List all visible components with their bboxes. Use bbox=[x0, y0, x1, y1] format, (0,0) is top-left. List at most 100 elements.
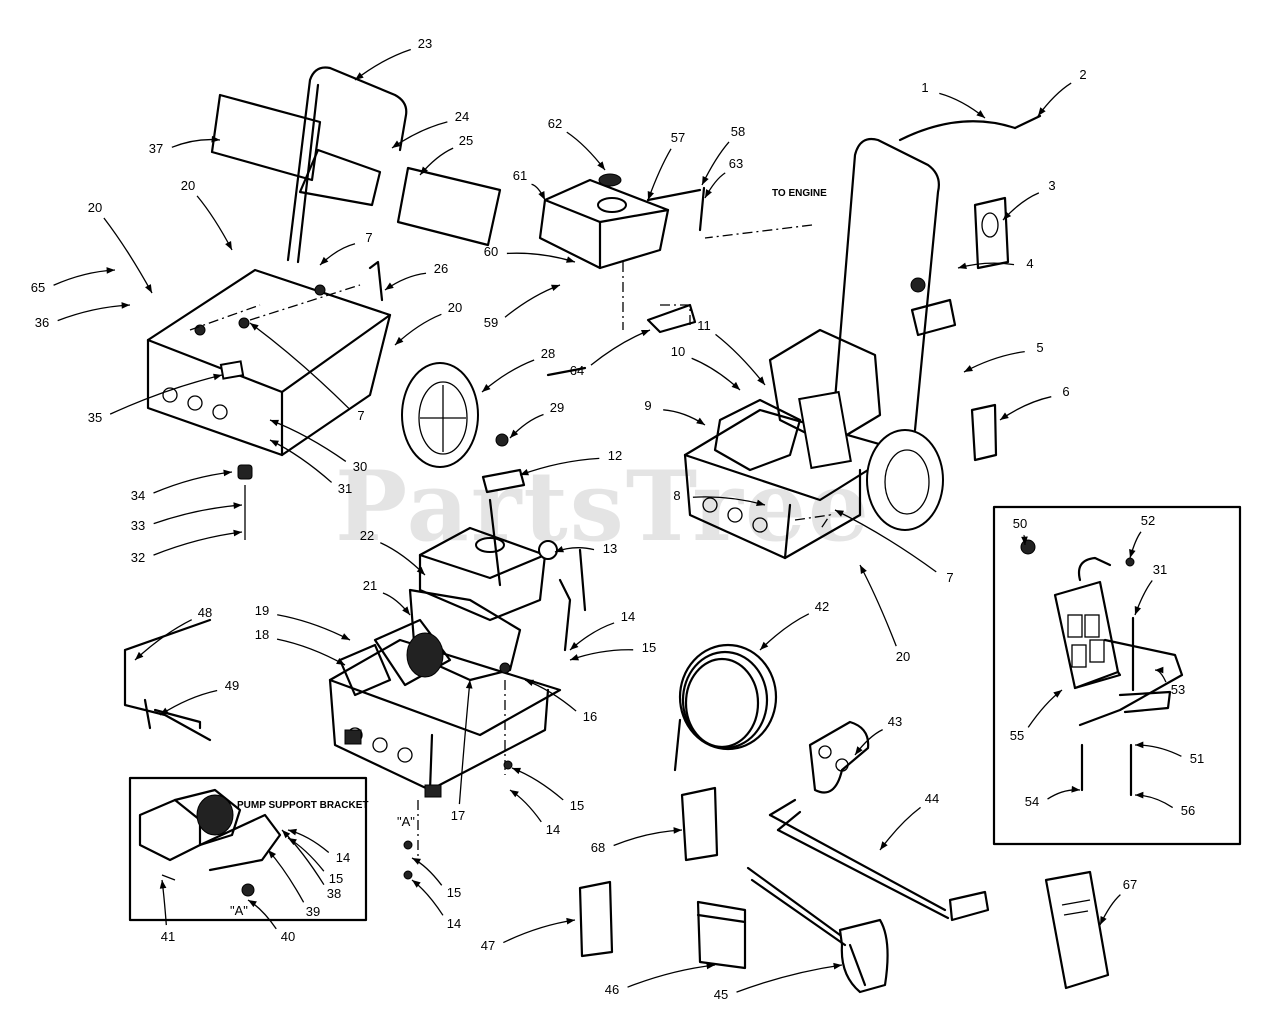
leader-line-35 bbox=[109, 374, 223, 415]
arrowhead-55 bbox=[1053, 690, 1062, 698]
callout-12: 12 bbox=[608, 448, 622, 463]
handle-23 bbox=[298, 148, 382, 207]
arrowhead-19 bbox=[341, 633, 350, 640]
callout-1: 1 bbox=[921, 80, 928, 95]
arrowhead-21 bbox=[402, 606, 410, 615]
arrowhead-24 bbox=[392, 140, 401, 148]
frame-assembly bbox=[146, 66, 408, 540]
arrowhead-38 bbox=[282, 830, 291, 839]
arrowhead-11 bbox=[757, 376, 765, 385]
callout-64: 64 bbox=[570, 363, 584, 378]
arrowhead-46 bbox=[706, 962, 715, 970]
leader-line-45 bbox=[736, 964, 843, 993]
nozzle-holder-43 bbox=[808, 720, 870, 794]
leader-line-32 bbox=[153, 531, 243, 556]
arrowhead-14 bbox=[412, 880, 421, 888]
callout-62: 62 bbox=[548, 116, 562, 131]
callout-59: 59 bbox=[484, 315, 498, 330]
callout-15: 15 bbox=[570, 798, 584, 813]
view-a-main: "A" bbox=[397, 814, 415, 829]
callout-47: 47 bbox=[481, 938, 495, 953]
callout-13: 13 bbox=[603, 541, 617, 556]
leader-line-20 bbox=[196, 195, 233, 251]
arrowhead-20 bbox=[395, 336, 404, 345]
callout-14: 14 bbox=[447, 916, 461, 931]
callout-14: 14 bbox=[621, 609, 635, 624]
leader-line-7 bbox=[834, 509, 937, 573]
callout-55: 55 bbox=[1010, 728, 1024, 743]
callout-38: 38 bbox=[327, 886, 341, 901]
leader-line-60 bbox=[506, 252, 576, 263]
callout-2: 2 bbox=[1079, 67, 1086, 82]
callout-60: 60 bbox=[484, 244, 498, 259]
leader-line-23 bbox=[354, 48, 411, 81]
arrowhead-50 bbox=[1021, 536, 1028, 545]
leader-line-19 bbox=[277, 614, 351, 641]
fuel-tank-61 bbox=[538, 173, 706, 270]
arrowhead-49 bbox=[160, 707, 169, 715]
arrowhead-43 bbox=[855, 746, 863, 755]
decal-3 bbox=[973, 196, 1010, 270]
callout-23: 23 bbox=[418, 36, 432, 51]
callout-43: 43 bbox=[888, 714, 902, 729]
leader-line-18 bbox=[276, 638, 346, 666]
callout-20: 20 bbox=[181, 178, 195, 193]
callout-11: 11 bbox=[697, 318, 711, 333]
arrowhead-35 bbox=[213, 373, 222, 381]
arrowhead-9 bbox=[696, 417, 705, 425]
arrowhead-18 bbox=[336, 658, 345, 665]
arrowhead-20 bbox=[145, 284, 152, 293]
arrowhead-13 bbox=[555, 545, 564, 553]
decal-4 bbox=[910, 277, 957, 337]
arrowhead-26 bbox=[385, 282, 394, 290]
arrowhead-60 bbox=[566, 256, 575, 263]
callout-36: 36 bbox=[35, 315, 49, 330]
callout-53: 53 bbox=[1171, 682, 1185, 697]
leader-line-65 bbox=[53, 269, 116, 286]
leader-line-11 bbox=[715, 333, 766, 386]
arrowhead-17 bbox=[465, 680, 473, 689]
callout-15: 15 bbox=[642, 640, 656, 655]
part-13 bbox=[538, 540, 558, 560]
arrowhead-22 bbox=[416, 566, 425, 575]
callout-46: 46 bbox=[605, 982, 619, 997]
arrowhead-34 bbox=[223, 469, 232, 477]
arrowhead-32 bbox=[233, 529, 242, 537]
engine-pump-unit bbox=[328, 498, 572, 798]
arrowhead-16 bbox=[525, 679, 534, 687]
to-engine-label: TO ENGINE bbox=[772, 188, 827, 199]
callout-44: 44 bbox=[925, 791, 939, 806]
arrowhead-14 bbox=[510, 790, 519, 798]
callout-25: 25 bbox=[459, 133, 473, 148]
leader-line-34 bbox=[153, 471, 233, 494]
assembled-unit bbox=[683, 114, 1042, 560]
callout-20: 20 bbox=[896, 649, 910, 664]
callout-14: 14 bbox=[546, 822, 560, 837]
owners-manual-67 bbox=[1044, 870, 1110, 990]
callout-57: 57 bbox=[671, 130, 685, 145]
arrowhead-8 bbox=[756, 499, 765, 507]
decal-68 bbox=[680, 786, 719, 862]
callout-4: 4 bbox=[1026, 256, 1033, 271]
callout-51: 51 bbox=[1190, 751, 1204, 766]
arrowhead-15 bbox=[512, 767, 521, 775]
callout-68: 68 bbox=[591, 840, 605, 855]
arrowhead-33 bbox=[233, 502, 242, 509]
callout-31: 31 bbox=[338, 481, 352, 496]
arrowhead-15 bbox=[570, 654, 579, 661]
callout-58: 58 bbox=[731, 124, 745, 139]
arrowhead-37 bbox=[211, 135, 220, 143]
leader-line-36 bbox=[57, 304, 131, 322]
leader-line-33 bbox=[153, 504, 243, 525]
leader-line-10 bbox=[691, 357, 741, 391]
arrowhead-28 bbox=[482, 384, 491, 392]
callout-28: 28 bbox=[541, 346, 555, 361]
callout-50: 50 bbox=[1013, 516, 1027, 531]
leader-line-20 bbox=[103, 217, 153, 294]
arrowhead-31 bbox=[1134, 606, 1142, 615]
arrowhead-64 bbox=[641, 329, 650, 337]
callout-20: 20 bbox=[448, 300, 462, 315]
leader-line-44 bbox=[879, 806, 921, 851]
leader-line-15 bbox=[511, 767, 564, 801]
callout-63: 63 bbox=[729, 156, 743, 171]
